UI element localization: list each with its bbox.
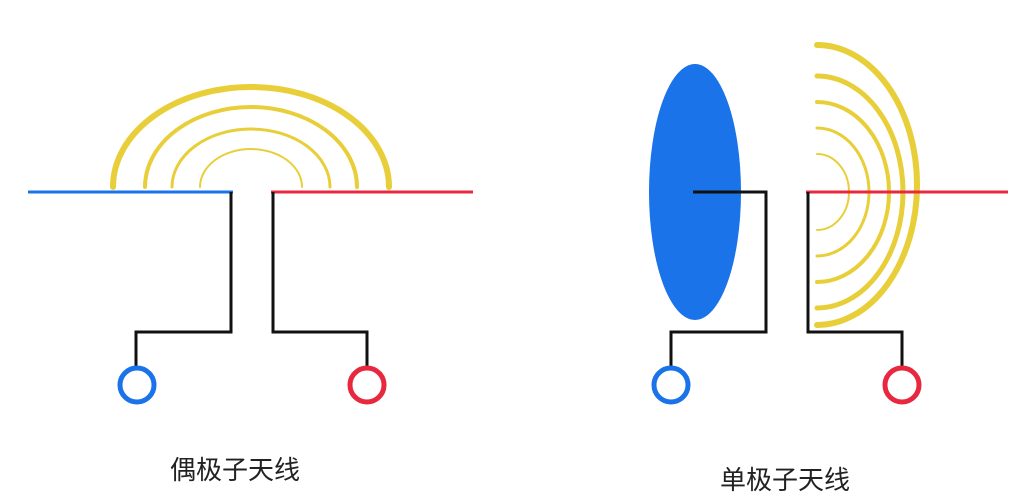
- dipole-wave-2: [170, 127, 332, 189]
- dipole-red-terminal: [347, 365, 387, 405]
- monopole-left-feed-wire: [669, 190, 768, 368]
- monopole-blue-terminal: [651, 365, 691, 405]
- dipole-antenna-caption: 偶极子天线: [170, 456, 301, 486]
- monopole-radiation-waves: [814, 42, 920, 328]
- dipole-antenna: [28, 84, 473, 405]
- dipole-right-feed-wire: [271, 192, 369, 366]
- dipole-blue-terminal: [117, 365, 157, 405]
- monopole-wave-5: [814, 42, 920, 328]
- dipole-wave-3: [143, 105, 359, 189]
- dipole-wave-1: [199, 148, 303, 188]
- monopole-red-terminal: [882, 365, 922, 405]
- monopole-right-feed-wire: [806, 192, 904, 366]
- dipole-left-feed-wire: [134, 192, 233, 370]
- monopole-antenna-caption: 单极子天线: [720, 466, 851, 496]
- dipole-wave-4: [110, 84, 392, 190]
- monopole-antenna: [649, 42, 1008, 405]
- dipole-radiation-waves: [110, 84, 392, 190]
